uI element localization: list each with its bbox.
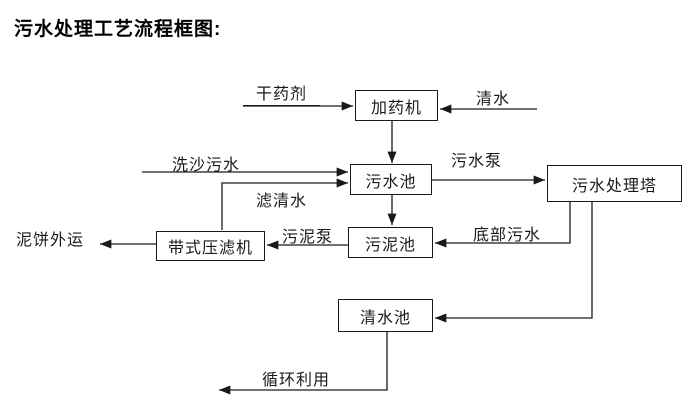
arrow-filtered-water xyxy=(221,178,348,230)
arrow-tower-to-clean xyxy=(435,202,593,323)
flow-label-filtered-water: 滤清水 xyxy=(256,193,308,210)
arrow-bottom-sewage xyxy=(435,202,571,248)
node-treatment-tower: 污水处理塔 xyxy=(547,165,682,202)
flow-label-recycle: 循环利用 xyxy=(262,372,331,389)
flow-label-sewage-pump: 污水泵 xyxy=(451,153,503,170)
node-clean-water-pool: 清水池 xyxy=(338,299,433,332)
node-clean-water-pool-label: 清水池 xyxy=(359,309,411,327)
node-sewage-pool: 污水池 xyxy=(350,164,432,195)
flow-label-sludge-pump: 污泥泵 xyxy=(282,229,334,246)
flow-label-mud-cake-out: 泥饼外运 xyxy=(16,232,85,249)
node-treatment-tower-label: 污水处理塔 xyxy=(571,177,657,195)
node-sewage-pool-label: 污水池 xyxy=(365,173,417,191)
flow-label-bottom-sewage: 底部污水 xyxy=(473,227,542,244)
node-dosing-machine: 加药机 xyxy=(355,90,438,121)
node-dosing-machine-label: 加药机 xyxy=(370,99,422,117)
node-belt-filter-press-label: 带式压滤机 xyxy=(167,240,253,257)
arrow-recycle xyxy=(219,332,388,395)
flow-label-sand-washing-sewage: 洗沙污水 xyxy=(172,157,241,174)
node-belt-filter-press: 带式压滤机 xyxy=(156,231,265,261)
flow-label-clean-water: 清水 xyxy=(476,91,511,108)
node-sludge-pool: 污泥池 xyxy=(348,227,433,258)
flow-label-dry-chemical: 干药剂 xyxy=(243,80,320,106)
node-sludge-pool-label: 污泥池 xyxy=(364,236,416,254)
diagram-title: 污水处理工艺流程框图: xyxy=(14,19,222,40)
